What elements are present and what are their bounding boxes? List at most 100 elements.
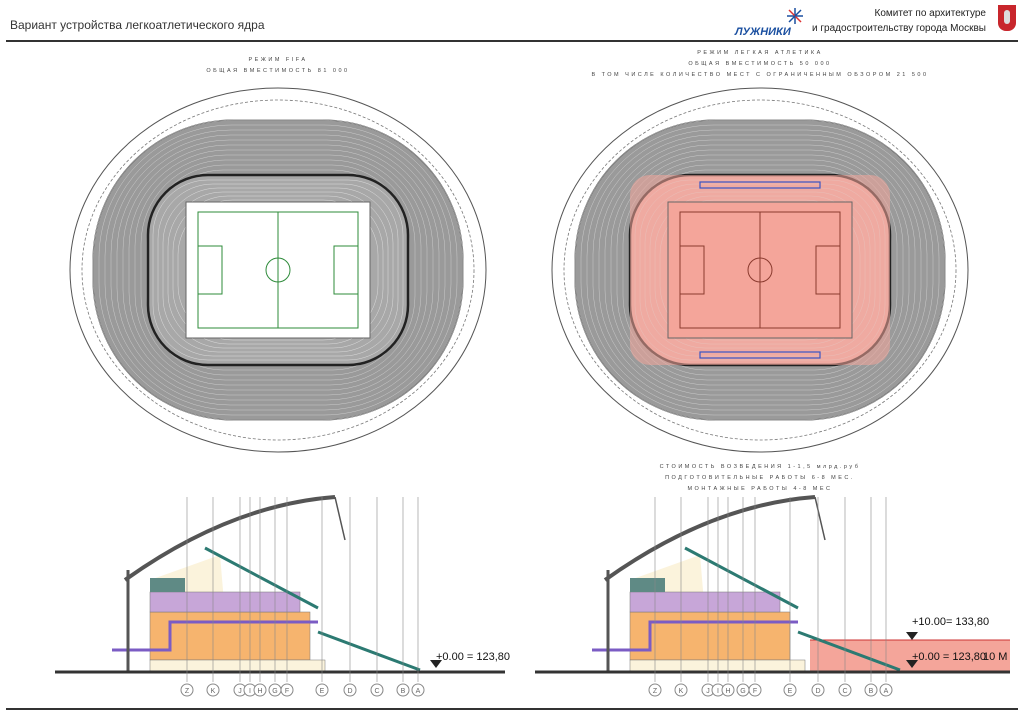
elevation-top: +10.00= 133,80	[912, 616, 989, 628]
axis-label-C: C	[374, 688, 379, 695]
axis-label-K: K	[679, 688, 684, 695]
purple-levels	[149, 591, 301, 613]
penalty-box-right	[333, 245, 359, 295]
axis-label-C: C	[842, 688, 847, 695]
orange-levels	[629, 611, 791, 661]
orange-levels	[149, 611, 311, 661]
axis-label-A: A	[884, 688, 889, 695]
penalty-box-right	[815, 245, 841, 295]
penalty-box-left	[197, 245, 223, 295]
teal-block	[630, 578, 665, 592]
axis-marker	[411, 683, 425, 697]
elevation-zero: +0.00 = 123,80	[912, 651, 986, 663]
stadium-plan-fifa	[69, 87, 487, 453]
axis-marker	[180, 683, 194, 697]
cost-line: СТОИМОСТЬ ВОЗВЕДЕНИЯ 1-1,5 млрд.руб	[659, 464, 861, 470]
axis-marker	[396, 683, 410, 697]
axis-label-A: A	[416, 688, 421, 695]
axis-marker	[748, 683, 762, 697]
axis-label-H: H	[257, 688, 262, 695]
axis-label-J: J	[238, 688, 242, 695]
ten-meter-zone	[810, 640, 1010, 672]
purple-levels	[629, 591, 781, 613]
seat-row	[157, 183, 399, 357]
axis-label-G: G	[740, 688, 745, 695]
temporary-stand	[699, 181, 821, 189]
seat-row	[610, 149, 910, 391]
plan-left-mode: РЕЖИМ FIFA	[248, 57, 308, 63]
ground-level	[149, 659, 326, 673]
seat-row	[598, 139, 922, 401]
circulation-arrow	[592, 620, 798, 652]
axis-label-I: I	[249, 688, 251, 695]
level-marker-icon	[906, 632, 918, 640]
committee-line-2: и градостроительству города Москвы	[812, 23, 986, 34]
seat-row	[616, 154, 904, 386]
axis-marker	[253, 683, 267, 697]
penalty-box-left	[679, 245, 705, 295]
seat-row	[92, 119, 464, 421]
committee-name: Комитет по архитектуре и градостроительс…	[812, 6, 986, 36]
seat-row	[140, 159, 416, 381]
center-circle	[747, 257, 773, 283]
seat-row	[98, 124, 458, 416]
seat-row	[580, 124, 940, 416]
axis-label-F: F	[753, 688, 757, 695]
plan-right-limited-view: В ТОМ ЧИСЛЕ КОЛИЧЕСТВО МЕСТ С ОГРАНИЧЕНН…	[591, 72, 929, 78]
elevation-zero: +0.00 = 123,80	[436, 651, 510, 663]
axis-label-I: I	[717, 688, 719, 695]
axis-marker	[206, 683, 220, 697]
axis-marker	[674, 683, 688, 697]
roof-truss	[603, 495, 816, 582]
teal-block	[150, 578, 185, 592]
roof-tip	[334, 496, 346, 541]
header-divider	[6, 40, 1018, 42]
level-marker-icon	[430, 660, 442, 668]
luzhniki-logo: ЛУЖНИКИ	[735, 4, 815, 38]
level-marker-icon	[906, 660, 918, 668]
lower-stand	[317, 630, 421, 672]
circulation-arrow	[112, 620, 318, 652]
seat-row	[177, 199, 379, 341]
axis-marker	[343, 683, 357, 697]
seat-row	[128, 149, 428, 391]
seat-row	[122, 144, 434, 396]
seat-row	[574, 119, 946, 421]
axis-label-G: G	[272, 688, 277, 695]
plan-right-caption: РЕЖИМ ЛЕГКАЯ АТЛЕТИКА ОБЩАЯ ВМЕСТИМОСТЬ …	[591, 48, 928, 81]
height-label: 10 М	[983, 651, 1007, 663]
committee-line-1: Комитет по архитектуре	[874, 8, 986, 19]
seat-row	[116, 139, 440, 401]
upper-stand	[684, 546, 799, 610]
axis-label-D: D	[347, 688, 352, 695]
moscow-coat-of-arms-icon	[998, 5, 1016, 31]
center-circle	[265, 257, 291, 283]
axis-label-H: H	[725, 688, 730, 695]
stadium-plan-athletics	[551, 87, 969, 453]
axis-label-E: E	[320, 688, 325, 695]
lower-stand	[797, 630, 901, 672]
axis-label-Z: Z	[185, 688, 190, 695]
plan-left-capacity: ОБЩАЯ ВМЕСТИМОСТЬ 81 000	[206, 68, 350, 74]
assembly-line: МОНТАЖНЫЕ РАБОТЫ 4-8 МЕС	[687, 486, 833, 492]
axis-marker	[370, 683, 384, 697]
star-logo-icon	[787, 8, 803, 24]
plan-left-caption: РЕЖИМ FIFA ОБЩАЯ ВМЕСТИМОСТЬ 81 000	[206, 55, 349, 77]
axis-label-E: E	[788, 688, 793, 695]
axis-marker	[648, 683, 662, 697]
temporary-stand	[699, 351, 821, 359]
seat-row	[172, 195, 384, 345]
axis-label-B: B	[401, 688, 406, 695]
axis-marker	[864, 683, 878, 697]
axis-marker	[783, 683, 797, 697]
axis-marker	[879, 683, 893, 697]
document-title: Вариант устройства легкоатлетического яд…	[10, 18, 265, 32]
upper-stand	[204, 546, 319, 610]
seat-row	[134, 154, 422, 386]
axis-label-F: F	[285, 688, 289, 695]
plan-right-capacity: ОБЩАЯ ВМЕСТИМОСТЬ 50 000	[688, 61, 832, 67]
